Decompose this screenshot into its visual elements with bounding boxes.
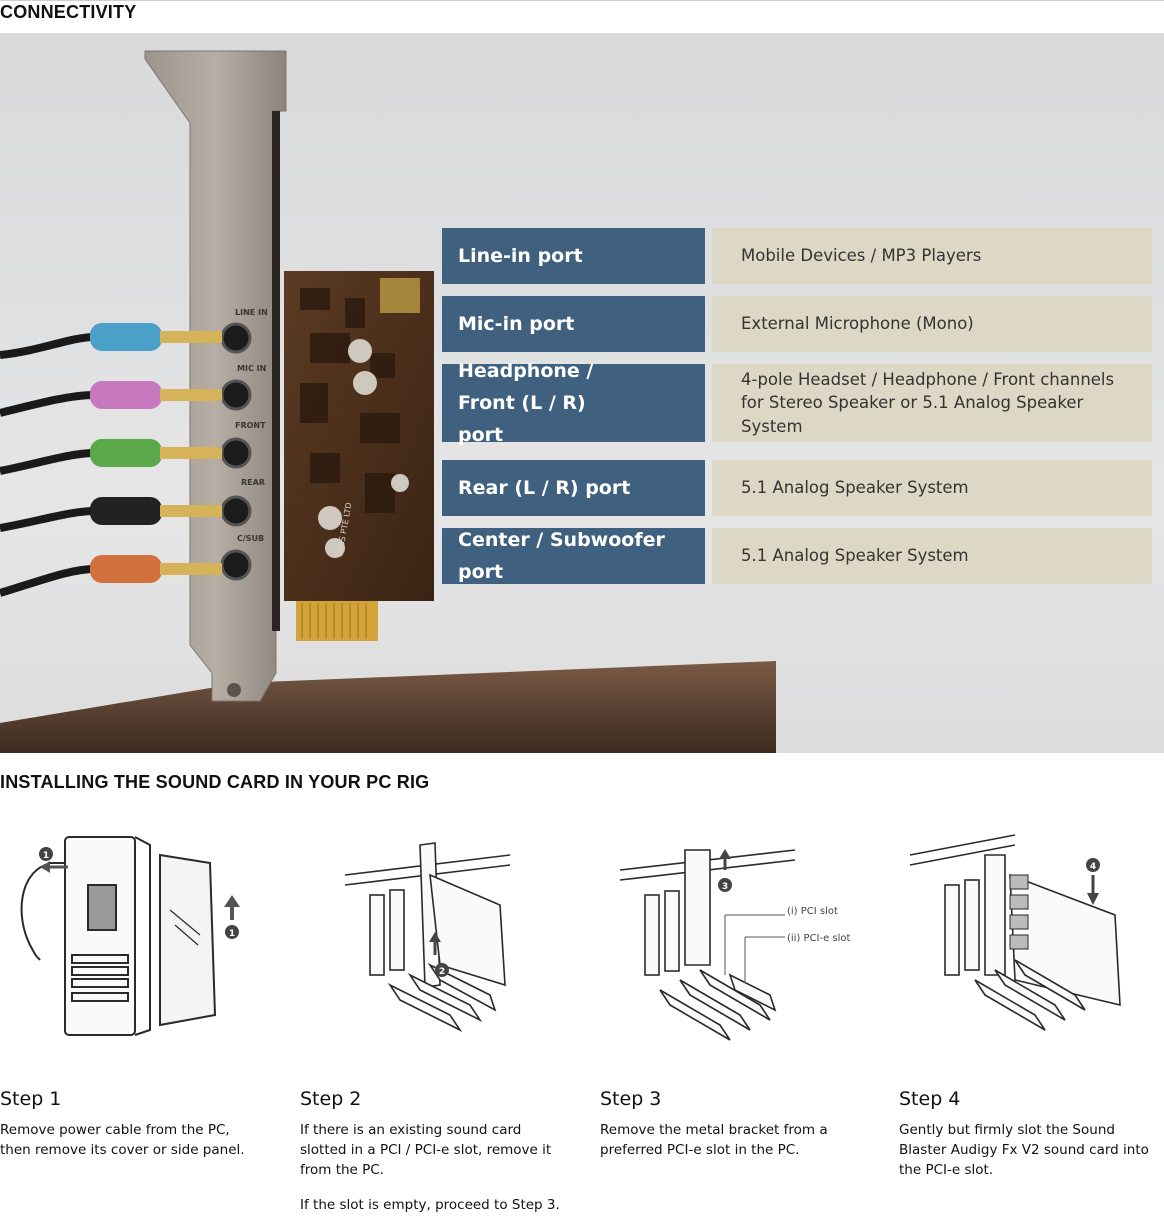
step-3-description: Remove the metal bracket from a preferre… <box>600 1120 862 1175</box>
step-1-marker: 1 <box>229 929 235 939</box>
pci-slot-callout: (i) PCI slot <box>787 906 838 917</box>
port-description: 4-pole Headset / Headphone / Front chann… <box>712 364 1152 442</box>
connectivity-heading: CONNECTIVITY <box>0 2 137 22</box>
step-4-description: Gently but firmly slot the Sound Blaster… <box>899 1120 1161 1195</box>
bracket-label-mic-in: MIC IN <box>237 364 266 373</box>
sound-card-illustration: LABS PTE LTD LINE IN MIC IN FRONT REAR C… <box>0 50 776 753</box>
step-3-illustration: 3 (i) PCI slot (ii) PCI-e slot <box>619 849 851 1041</box>
metal-bracket <box>144 50 287 702</box>
step-1-marker: 1 <box>43 851 49 861</box>
step-4-text: Gently but firmly slot the Sound Blaster… <box>899 1122 1149 1178</box>
port-label: Line-in port <box>442 228 705 284</box>
bracket-label-front: FRONT <box>235 421 266 430</box>
step-3-marker: 3 <box>722 882 728 892</box>
pci-e-slot-callout: (ii) PCI-e slot <box>787 933 851 944</box>
port-description: 5.1 Analog Speaker System <box>712 528 1152 584</box>
port-label: Center / Subwoofer port <box>442 528 705 584</box>
port-description: 5.1 Analog Speaker System <box>712 460 1152 516</box>
step-2-marker: 2 <box>439 967 445 977</box>
step-4-marker: 4 <box>1090 862 1096 872</box>
port-label: Mic-in port <box>442 296 705 352</box>
step-1-illustration: 1 1 <box>20 836 240 1036</box>
wooden-table <box>0 661 776 753</box>
step-1-description: Remove power cable from the PC, then rem… <box>0 1120 262 1175</box>
step-1-heading: Step 1 <box>0 1088 62 1110</box>
step-2-text: If the slot is empty, proceed to Step 3. <box>300 1197 560 1213</box>
step-2-description: If there is an existing sound card slott… <box>300 1120 562 1230</box>
step-4-illustration: 4 <box>909 834 1121 1031</box>
step-2-heading: Step 2 <box>300 1088 362 1110</box>
bracket-label-csub: C/SUB <box>237 534 264 543</box>
port-label: Rear (L / R) port <box>442 460 705 516</box>
step-2-illustration: 2 <box>344 842 511 1033</box>
bracket-label-rear: REAR <box>241 478 265 487</box>
bracket-label-line-in: LINE IN <box>235 308 268 317</box>
audio-plugs <box>90 323 222 583</box>
installing-heading: INSTALLING THE SOUND CARD IN YOUR PC RIG <box>0 772 430 792</box>
audio-jacks <box>220 322 252 581</box>
audio-cables <box>0 333 96 597</box>
top-rule <box>0 0 1164 1</box>
connectivity-hero-image: LABS PTE LTD LINE IN MIC IN FRONT REAR C… <box>0 33 1164 753</box>
step-2-text: If there is an existing sound card slott… <box>300 1122 552 1178</box>
step-3-heading: Step 3 <box>600 1088 662 1110</box>
port-label: Headphone / Front (L / R) port <box>442 360 705 446</box>
step-3-text: Remove the metal bracket from a preferre… <box>600 1122 828 1158</box>
port-description: Mobile Devices / MP3 Players <box>712 228 1152 284</box>
step-1-text: Remove power cable from the PC, then rem… <box>0 1122 245 1158</box>
port-description: External Microphone (Mono) <box>712 296 1152 352</box>
step-4-heading: Step 4 <box>899 1088 961 1110</box>
